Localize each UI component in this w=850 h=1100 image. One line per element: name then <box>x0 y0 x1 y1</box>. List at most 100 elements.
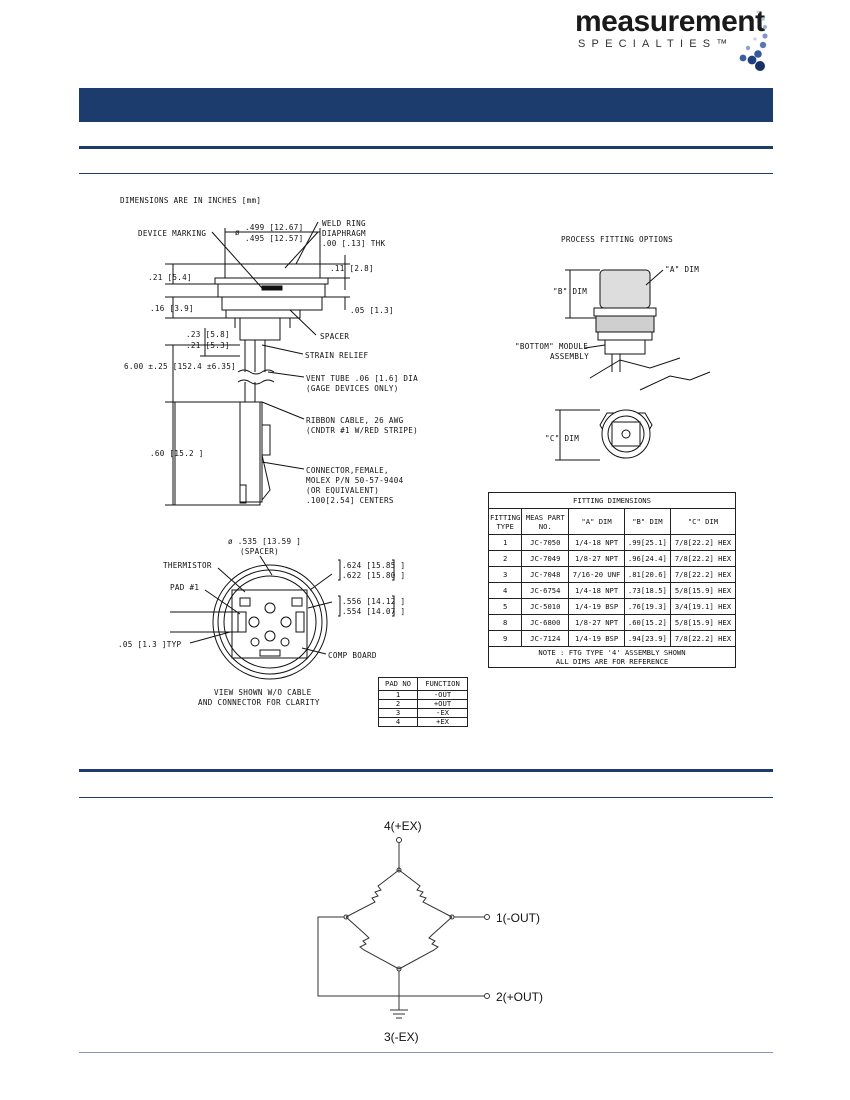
table-cell: .81[20.6] <box>623 566 671 583</box>
dim-label: .16 [3.9] <box>150 304 194 313</box>
table-cell: JC-7049 <box>521 550 570 567</box>
node-3-label: 3(-EX) <box>384 1030 419 1044</box>
table-cell: 3 <box>487 566 523 583</box>
node-4-label: 4(+EX) <box>384 819 422 833</box>
device-marking-label: DEVICE MARKING <box>138 229 207 238</box>
table-cell: .94[23.9] <box>623 630 671 647</box>
table-cell: 7/16-20 UNF <box>568 566 625 583</box>
connector-label: (OR EQUIVALENT) <box>306 486 380 495</box>
dim-label: .11 [2.8] <box>330 264 374 273</box>
fitting-table-title: FITTING DIMENSIONS <box>488 492 736 509</box>
table-note: NOTE : FTG TYPE '4' ASSEMBLY SHOWN ALL D… <box>488 646 736 668</box>
dim-label: .23 [5.8] <box>186 330 230 339</box>
table-header: "B" DIM <box>623 508 671 535</box>
bottom-module-label: ASSEMBLY <box>550 352 589 361</box>
table-cell: JC-5010 <box>521 598 570 615</box>
table-cell: 1/4-19 BSP <box>568 598 625 615</box>
table-header: "C" DIM <box>669 508 737 535</box>
section-rule <box>79 769 773 772</box>
table-cell: 7/8[22.2] HEX <box>669 550 737 567</box>
table-cell: .96[24.4] <box>623 550 671 567</box>
view-note: VIEW SHOWN W/O CABLE <box>214 688 312 697</box>
table-row: 3-EX <box>377 708 468 718</box>
weld-ring-label: WELD RING <box>322 219 366 228</box>
dim-label: .00 [.13] THK <box>322 239 386 248</box>
cable-length-label: 6.00 ±.25 [152.4 ±6.35] <box>124 362 237 371</box>
fitting-table: FITTING DIMENSIONS FITTING TYPE MEAS PAR… <box>487 492 737 668</box>
dim-label: (SPACER) <box>240 547 279 556</box>
table-cell: .73[18.5] <box>623 582 671 599</box>
table-cell: 5/8[15.9] HEX <box>669 582 737 599</box>
table-cell: JC-6800 <box>521 614 570 631</box>
dim-label: .495 [12.57] <box>245 234 304 243</box>
table-header: FITTING TYPE <box>487 508 523 535</box>
dim-label: .05 [1.3] <box>350 306 394 315</box>
table-header: MEAS PART NO. <box>521 508 570 535</box>
bottom-view-drawing <box>170 555 395 680</box>
table-cell: 2 <box>487 550 523 567</box>
c-dim-label: "C" DIM <box>545 434 580 443</box>
section-rule <box>79 797 773 798</box>
units-note: DIMENSIONS ARE IN INCHES [mm] <box>120 196 262 205</box>
diaphragm-label: DIAPHRAGM <box>322 229 366 238</box>
a-dim-label: "A" DIM <box>665 265 700 274</box>
vent-tube-label: VENT TUBE .06 [1.6] DIA <box>306 374 419 383</box>
table-header: FUNCTION <box>417 677 468 691</box>
bottom-module-label: "BOTTOM" MODULE <box>515 342 589 351</box>
table-cell: 1/8-27 NPT <box>568 614 625 631</box>
table-row: 2+OUT <box>377 699 468 709</box>
table-cell: 4 <box>377 717 419 727</box>
table-cell: JC-7050 <box>521 534 570 551</box>
table-cell: 7/8[22.2] HEX <box>669 534 737 551</box>
title-banner <box>79 88 773 122</box>
process-fitting-title: PROCESS FITTING OPTIONS <box>561 235 674 244</box>
table-cell: 8 <box>487 614 523 631</box>
dim-label: .556 [14.12 ] <box>342 597 406 606</box>
table-row: 1-OUT <box>377 690 468 700</box>
dim-label: .624 [15.85 ] <box>342 561 406 570</box>
table-cell: 7/8[22.2] HEX <box>669 566 737 583</box>
table-cell: 3/4[19.1] HEX <box>669 598 737 615</box>
table-cell: 4 <box>487 582 523 599</box>
thermistor-label: THERMISTOR <box>163 561 212 570</box>
vent-tube-note: (GAGE DEVICES ONLY) <box>306 384 399 393</box>
table-cell: 7/8[22.2] HEX <box>669 630 737 647</box>
ribbon-cable-label: RIBBON CABLE, 26 AWG <box>306 416 404 425</box>
pad-table: PAD NO FUNCTION 1-OUT 2+OUT 3-EX 4+EX <box>377 677 468 727</box>
table-cell: 5/8[15.9] HEX <box>669 614 737 631</box>
footer-rule <box>79 1052 773 1053</box>
brand-logo-text: measurement <box>575 5 765 38</box>
table-cell: 1 <box>487 534 523 551</box>
view-note: AND CONNECTOR FOR CLARITY <box>198 698 320 707</box>
node-1-label: 1(-OUT) <box>496 911 540 925</box>
table-cell: +EX <box>417 717 468 727</box>
strain-relief-label: STRAIN RELIEF <box>305 351 369 360</box>
section-rule <box>79 146 773 149</box>
connector-label: .100[2.54] CENTERS <box>306 496 394 505</box>
table-header: "A" DIM <box>568 508 625 535</box>
table-note-line: NOTE : FTG TYPE '4' ASSEMBLY SHOWN <box>538 648 686 657</box>
bridge-schematic <box>317 837 490 1019</box>
table-note-line: ALL DIMS ARE FOR REFERENCE <box>555 657 669 666</box>
table-cell: 1/4-18 NPT <box>568 534 625 551</box>
spacer-label: SPACER <box>320 332 350 341</box>
table-cell: 5 <box>487 598 523 615</box>
table-cell: 1/8-27 NPT <box>568 550 625 567</box>
brand-logo-dots-icon <box>739 10 768 71</box>
table-cell: .99[25.1] <box>623 534 671 551</box>
table-cell: 1/4-18 NPT <box>568 582 625 599</box>
dim-label: .499 [12.67] <box>245 223 304 232</box>
dim-label: .60 [15.2 ] <box>150 449 204 458</box>
table-cell: JC-6754 <box>521 582 570 599</box>
table-cell: 1/4-19 BSP <box>568 630 625 647</box>
process-fitting-drawing <box>555 269 711 461</box>
dim-label: ø .535 [13.59 ] <box>228 537 302 546</box>
table-cell: .60[15.2] <box>623 614 671 631</box>
table-row: 4+EX <box>377 717 468 727</box>
